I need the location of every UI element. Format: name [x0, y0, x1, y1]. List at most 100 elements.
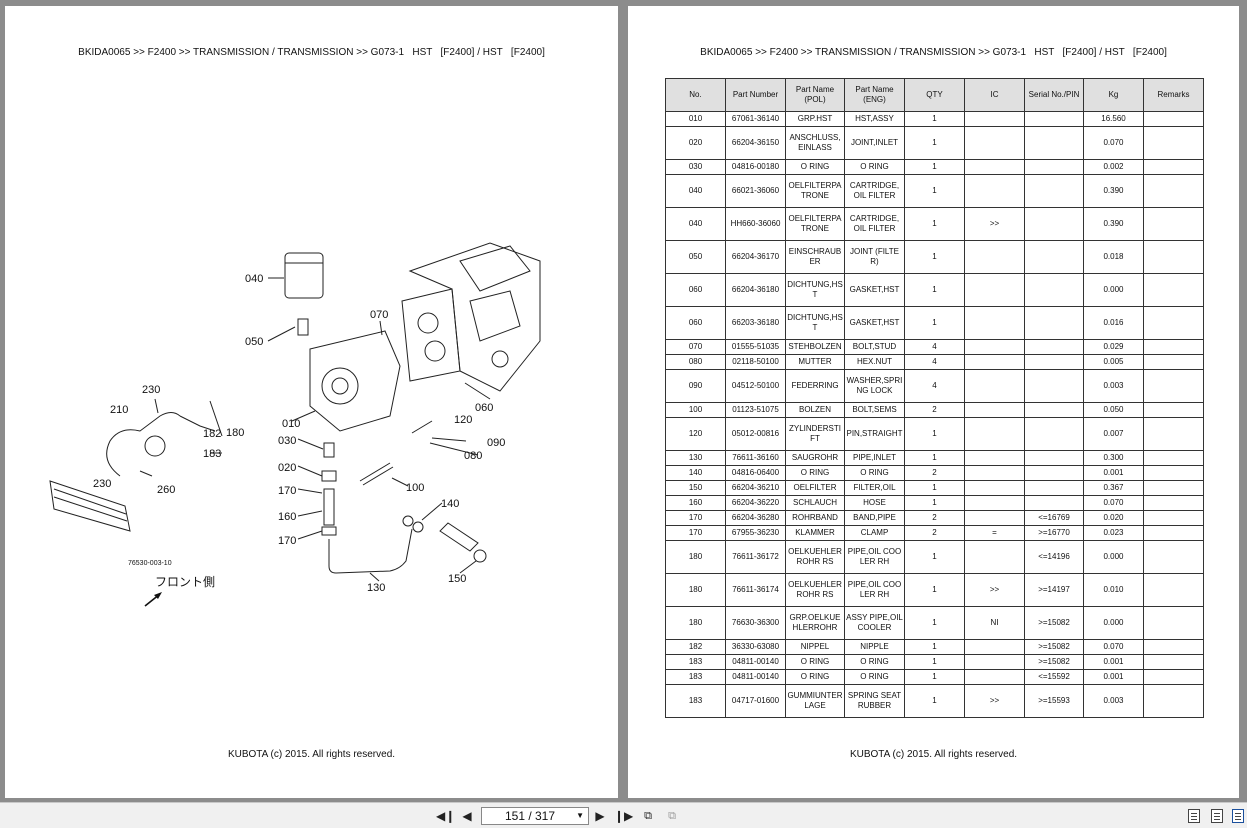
oil-filter-cartridge — [284, 252, 324, 299]
table-cell — [964, 111, 1025, 127]
last-page-icon[interactable]: ❙▶ — [614, 809, 634, 823]
table-cell: 130 — [665, 450, 726, 466]
table-cell: 140 — [665, 465, 726, 481]
table-cell — [1143, 159, 1204, 175]
table-cell: 170 — [665, 525, 726, 541]
table-cell: 76630-36300 — [725, 606, 786, 640]
callout-183: 183 — [203, 448, 221, 460]
table-cell: SAUGROHR — [785, 450, 845, 466]
table-cell: 0.001 — [1083, 465, 1144, 481]
prev-page-icon[interactable]: ◀ — [462, 809, 472, 823]
table-cell: 1 — [904, 207, 965, 241]
table-cell: 66204-36220 — [725, 495, 786, 511]
table-cell — [964, 510, 1025, 526]
table-cell — [1143, 606, 1204, 640]
column-header: No. — [665, 78, 726, 112]
table-cell: HH660-36060 — [725, 207, 786, 241]
next-page-icon[interactable]: ▶ — [595, 809, 605, 823]
table-cell: 76611-36172 — [725, 540, 786, 574]
table-cell: OELFILTERPATRONE — [785, 207, 845, 241]
table-cell: PIPE,INLET — [844, 450, 905, 466]
two-page-view-icon[interactable]: ⧉ — [644, 810, 652, 822]
table-cell: 04811-00140 — [725, 654, 786, 670]
table-cell: 0.003 — [1083, 684, 1144, 718]
table-cell: 183 — [665, 654, 726, 670]
cooler-hose — [106, 412, 181, 477]
table-cell — [1024, 126, 1084, 160]
document-page-right: BKIDA0065 >> F2400 >> TRANSMISSION / TRA… — [628, 6, 1239, 798]
callout-080: 080 — [464, 450, 482, 462]
callout-020: 020 — [278, 462, 296, 474]
table-cell: O RING — [844, 669, 905, 685]
table-cell: <=15592 — [1024, 669, 1084, 685]
table-cell: 76611-36160 — [725, 450, 786, 466]
callout-160: 160 — [278, 511, 296, 523]
table-cell — [1143, 654, 1204, 670]
table-cell: 0.003 — [1083, 369, 1144, 403]
continuous-view-icon[interactable]: ⧉ — [668, 810, 676, 822]
table-cell — [1024, 240, 1084, 274]
table-cell: 0.390 — [1083, 207, 1144, 241]
table-cell — [1143, 525, 1204, 541]
table-cell: CLAMP — [844, 525, 905, 541]
table-cell: <=14196 — [1024, 540, 1084, 574]
table-cell — [1143, 273, 1204, 307]
table-cell: 76611-36174 — [725, 573, 786, 607]
table-cell: 01555-51035 — [725, 339, 786, 355]
table-cell: 4 — [904, 369, 965, 403]
table-cell: 2 — [904, 402, 965, 418]
column-header: QTY — [904, 78, 965, 112]
page-number-select[interactable]: 151 / 317 ▼ — [481, 807, 589, 825]
single-page-layout-icon[interactable] — [1188, 809, 1200, 823]
page-header: BKIDA0065 >> F2400 >> TRANSMISSION / TRA… — [78, 47, 545, 58]
table-cell — [1024, 174, 1084, 208]
parts-table: No. Part Number Part Name (POL) Part Nam… — [665, 78, 1204, 718]
table-cell: 183 — [665, 669, 726, 685]
table-cell: 1 — [904, 306, 965, 340]
table-cell: 16.560 — [1083, 111, 1144, 127]
table-cell: >=15082 — [1024, 606, 1084, 640]
table-cell: 0.020 — [1083, 510, 1144, 526]
table-cell: = — [964, 525, 1025, 541]
hst-gasket — [401, 288, 461, 382]
table-cell — [1024, 465, 1084, 481]
table-cell: DICHTUNG,HST — [785, 306, 845, 340]
table-cell: >> — [964, 684, 1025, 718]
table-cell: 183 — [665, 684, 726, 718]
table-cell: CARTRIDGE, OIL FILTER — [844, 207, 905, 241]
table-cell: SCHLAUCH — [785, 495, 845, 511]
table-cell: 0.005 — [1083, 354, 1144, 370]
table-cell: 1 — [904, 540, 965, 574]
page-header: BKIDA0065 >> F2400 >> TRANSMISSION / TRA… — [700, 47, 1167, 58]
first-page-icon[interactable]: ◀❙ — [436, 809, 456, 823]
table-cell: NI — [964, 606, 1025, 640]
facing-layout-icon[interactable] — [1211, 809, 1223, 823]
table-cell: 0.023 — [1083, 525, 1144, 541]
table-cell — [1024, 417, 1084, 451]
table-cell: GASKET,HST — [844, 306, 905, 340]
table-cell: 060 — [665, 306, 726, 340]
table-cell: 080 — [665, 354, 726, 370]
table-cell: 0.010 — [1083, 573, 1144, 607]
callout-130: 130 — [367, 582, 385, 594]
table-cell — [964, 126, 1025, 160]
callout-050: 050 — [245, 336, 263, 348]
table-cell: O RING — [785, 669, 845, 685]
table-cell: 180 — [665, 606, 726, 640]
table-cell — [1143, 669, 1204, 685]
table-cell: BOLT,SEMS — [844, 402, 905, 418]
chevron-down-icon: ▼ — [576, 811, 584, 820]
table-cell — [1143, 240, 1204, 274]
table-cell: ASSY PIPE,OIL COOLER — [844, 606, 905, 640]
table-cell: 01123-51075 — [725, 402, 786, 418]
table-cell: SPRING SEAT RUBBER — [844, 684, 905, 718]
book-layout-icon[interactable] — [1232, 809, 1244, 823]
table-cell — [1143, 495, 1204, 511]
